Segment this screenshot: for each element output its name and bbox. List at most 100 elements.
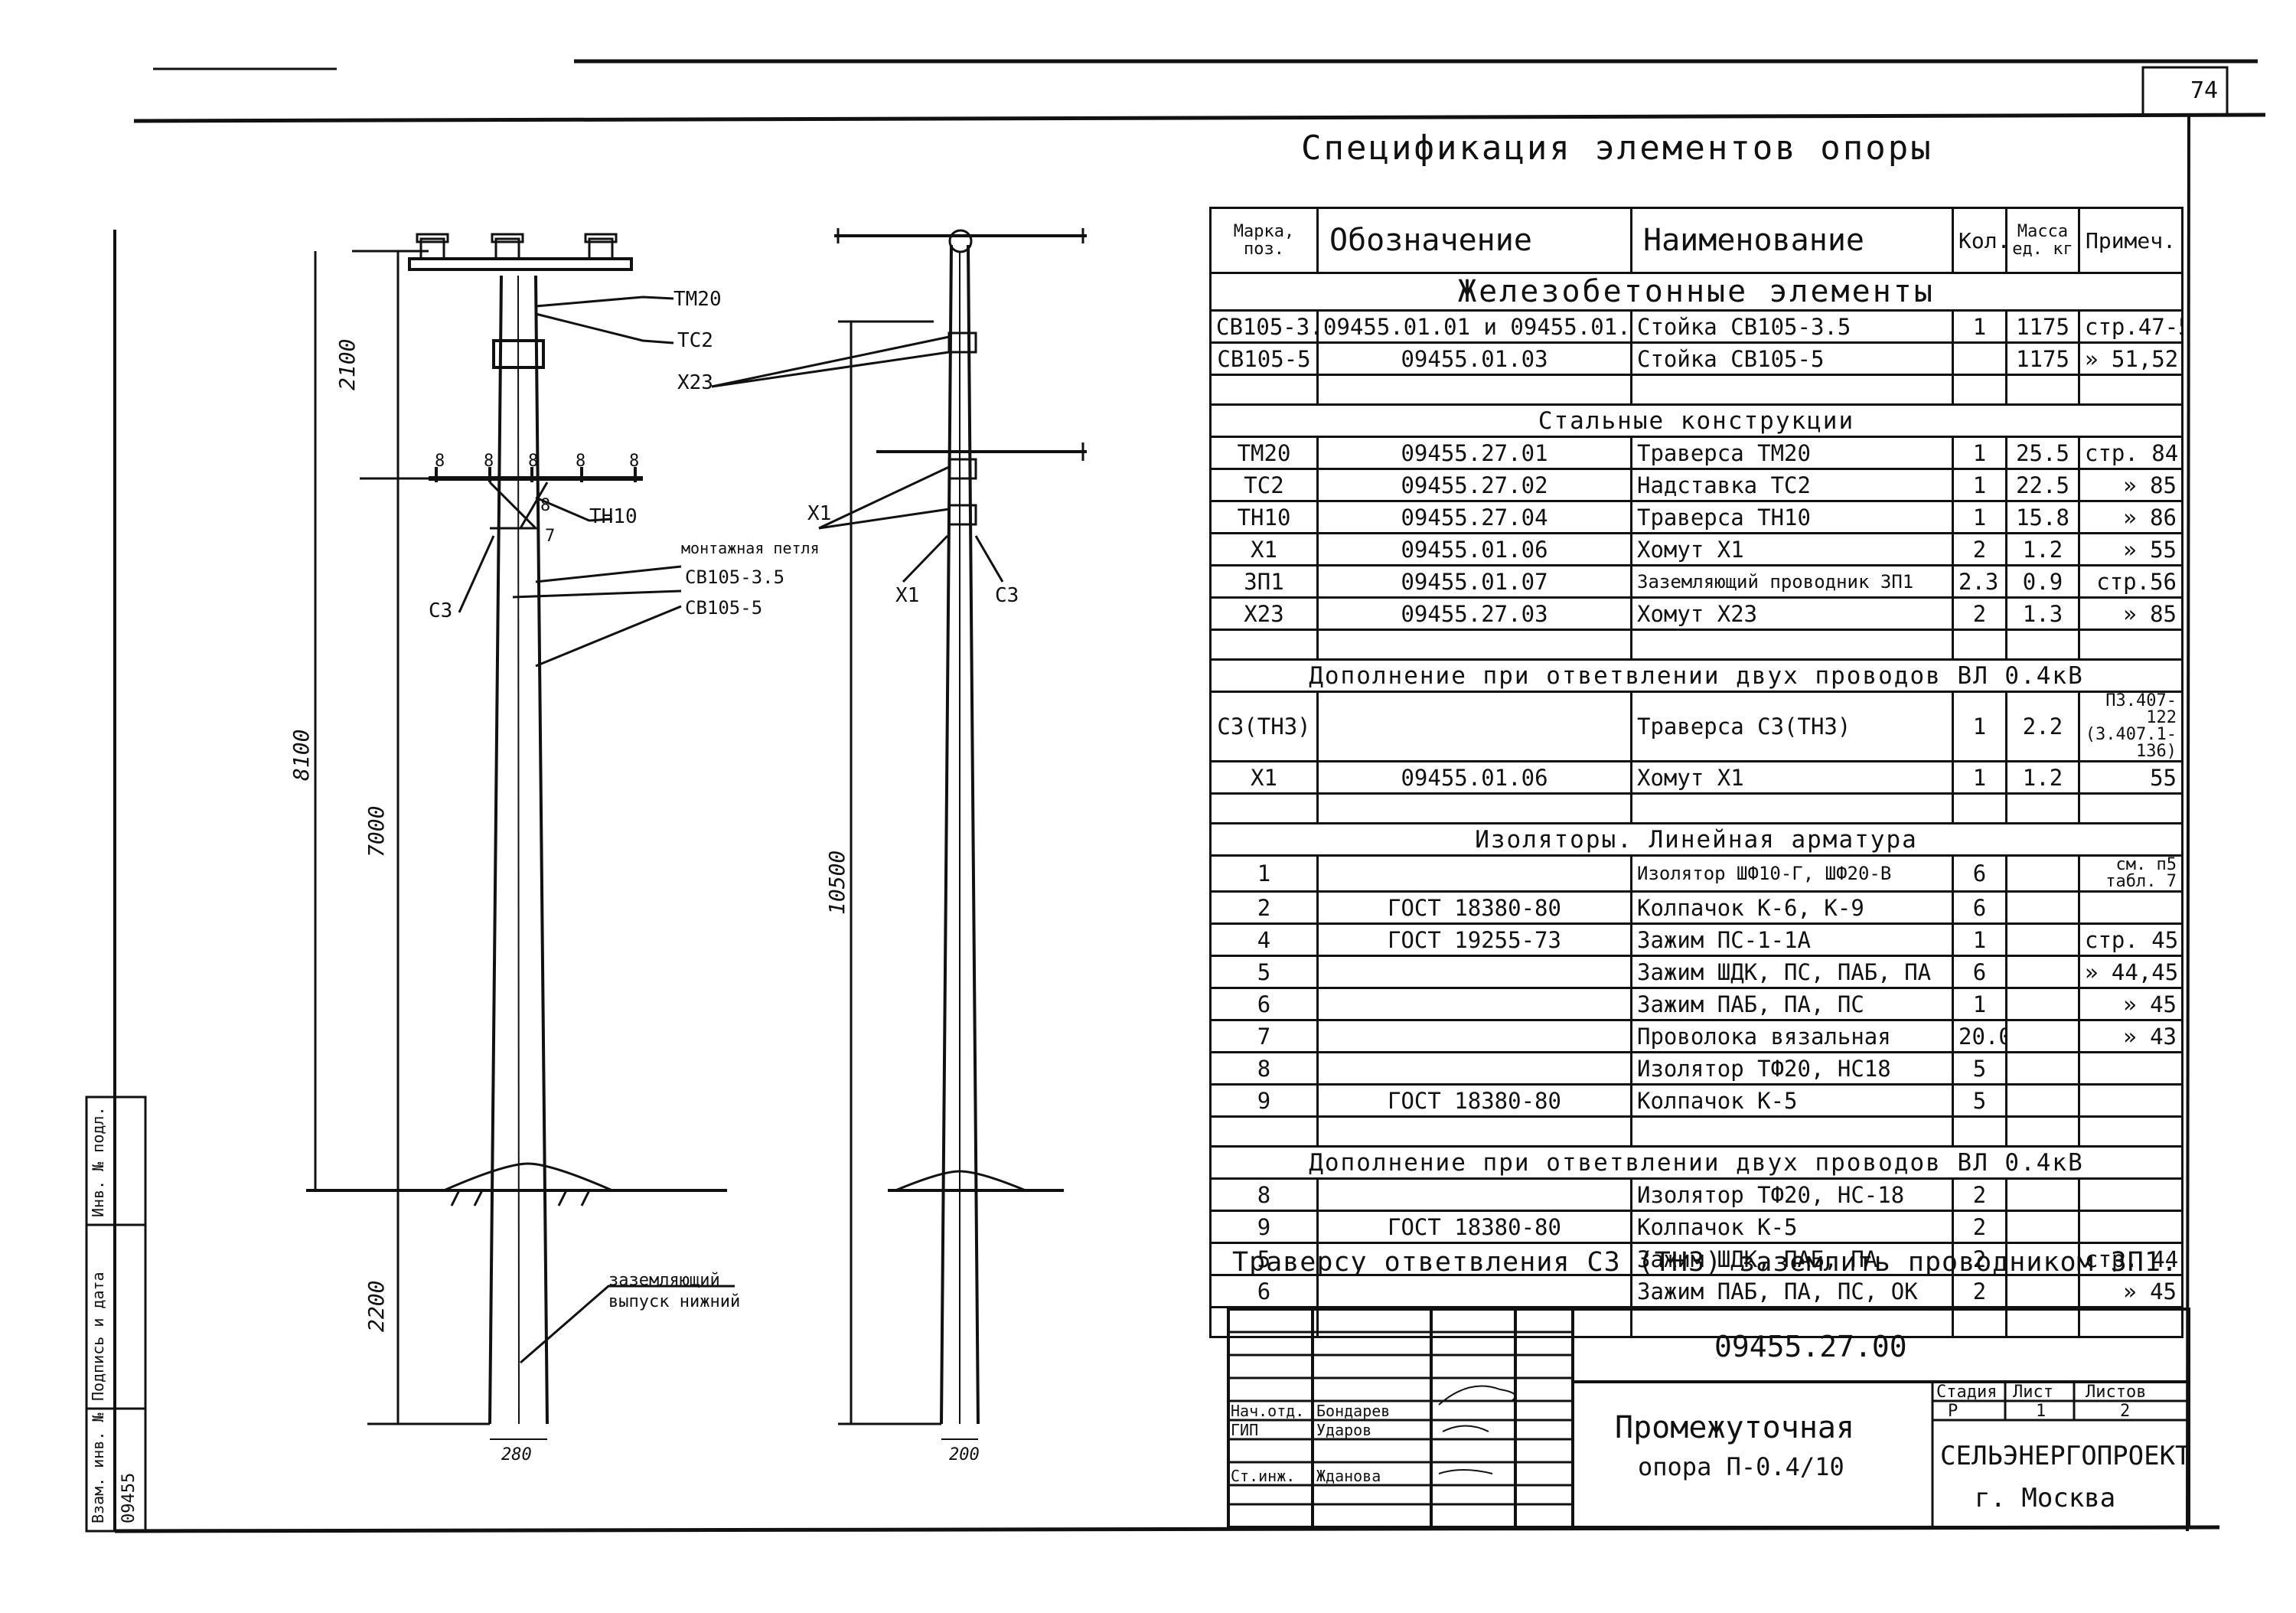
spec-body: Железобетонные элементыСВ105-3.509455.01… bbox=[1209, 272, 2183, 1338]
cell-name: Проволока вязальная bbox=[1630, 1019, 1954, 1053]
cell-mark: 6 bbox=[1209, 987, 1319, 1021]
cell-mark: 5 bbox=[1209, 1242, 1319, 1276]
cell-qty: 1 bbox=[1952, 691, 2007, 762]
cell-note bbox=[2078, 1083, 2183, 1118]
cell-designation: 09455.01.03 bbox=[1316, 341, 1632, 376]
cell-mass bbox=[2005, 955, 2080, 989]
cell-qty: 1 bbox=[1952, 468, 2007, 502]
cell-empty bbox=[1630, 1306, 1954, 1338]
cell-mark: ЗП1 bbox=[1209, 564, 1319, 599]
cell-empty bbox=[1630, 792, 1954, 824]
cell-note: стр. 84 bbox=[2078, 436, 2183, 470]
cell-empty bbox=[1316, 792, 1632, 824]
cell-mass bbox=[2005, 987, 2080, 1021]
cell-name: Траверса ТН10 bbox=[1630, 500, 1954, 534]
cell-note: стр.47-50 bbox=[2078, 309, 2183, 344]
cell-name: Зажим ПАБ, ПА, ПС, ОК bbox=[1630, 1274, 1954, 1308]
section-row: Стальные конструкции bbox=[1209, 403, 2183, 438]
cell-designation bbox=[1316, 1177, 1632, 1212]
cell-qty: 6 bbox=[1952, 854, 2007, 893]
cell-empty bbox=[1316, 629, 1632, 661]
cell-name: Колпачок К-5 bbox=[1630, 1210, 1954, 1244]
sheet-title: Спецификация элементов опоры bbox=[1301, 129, 1933, 168]
cell-mark: 5 bbox=[1209, 955, 1319, 989]
cell-qty: 1 bbox=[1952, 922, 2007, 957]
spacer-row bbox=[1209, 629, 2183, 661]
cell-note: » 45 bbox=[2078, 1274, 2183, 1308]
cell-name: Траверса ТМ20 bbox=[1630, 436, 1954, 470]
section-title: Железобетонные элементы bbox=[1209, 272, 2183, 312]
cell-empty bbox=[1209, 629, 1319, 661]
cell-designation: 09455.01.06 bbox=[1316, 532, 1632, 567]
cell-mark: С3(ТН3) bbox=[1209, 691, 1319, 762]
cell-mark: ТМ20 bbox=[1209, 436, 1319, 470]
label-x23: Х23 bbox=[677, 371, 713, 394]
cell-note: » 51,52 bbox=[2078, 341, 2183, 376]
cell-name: Колпачок К-5 bbox=[1630, 1083, 1954, 1118]
cell-qty bbox=[1952, 341, 2007, 376]
cell-name: Стойка СВ105-3.5 bbox=[1630, 309, 1954, 344]
sheet-header: Лист bbox=[2013, 1383, 2053, 1402]
cell-note: » 85 bbox=[2078, 596, 2183, 631]
label-sv105-5: СВ105-5 bbox=[685, 597, 763, 619]
spec-header-row: Марка, поз. Обозначение Наименование Кол… bbox=[1209, 207, 2183, 274]
label-c3-right: С3 bbox=[995, 584, 1019, 607]
dim-8100: 8100 bbox=[289, 729, 314, 781]
cell-designation bbox=[1316, 1242, 1632, 1276]
cell-name: Изолятор ТФ20, НС-18 bbox=[1630, 1177, 1954, 1212]
cell-mark: ТС2 bbox=[1209, 468, 1319, 502]
cell-mass bbox=[2005, 1210, 2080, 1244]
dim-2200: 2200 bbox=[364, 1280, 389, 1332]
cell-empty bbox=[2078, 792, 2183, 824]
person-1: Бондарев bbox=[1316, 1402, 1391, 1420]
cell-qty: 6 bbox=[1952, 955, 2007, 989]
cell-mass bbox=[2005, 1019, 2080, 1053]
cell-name: Колпачок К-6, К-9 bbox=[1630, 890, 1954, 925]
cell-note: 55 bbox=[2078, 760, 2183, 795]
cell-mass: 1.2 bbox=[2005, 760, 2080, 795]
cell-qty: 1 bbox=[1952, 309, 2007, 344]
cell-designation: 09455.27.01 bbox=[1316, 436, 1632, 470]
sheets-header: Листов bbox=[2086, 1383, 2147, 1402]
cell-note: » 44,45 bbox=[2078, 955, 2183, 989]
cell-note: стр.56 bbox=[2078, 564, 2183, 599]
dim-280: 280 bbox=[501, 1445, 532, 1464]
cell-empty bbox=[1952, 792, 2007, 824]
label-ground-1: заземляющий bbox=[608, 1271, 720, 1290]
col-mark: Марка, поз. bbox=[1209, 207, 1319, 274]
cell-mark: Х23 bbox=[1209, 596, 1319, 631]
cell-designation: 09455.27.03 bbox=[1316, 596, 1632, 631]
cell-designation: ГОСТ 19255-73 bbox=[1316, 922, 1632, 957]
label-x1-bottom: Х1 bbox=[895, 584, 920, 607]
cell-qty: 1 bbox=[1952, 436, 2007, 470]
section-row: Железобетонные элементы bbox=[1209, 272, 2183, 312]
section-row: Дополнение при ответвлении двух проводов… bbox=[1209, 1145, 2183, 1180]
cell-mark: 2 bbox=[1209, 890, 1319, 925]
col-qty: Кол. bbox=[1952, 207, 2007, 274]
cell-name: Стойка СВ105-5 bbox=[1630, 341, 1954, 376]
cell-mass: 0.9 bbox=[2005, 564, 2080, 599]
spec-table: Марка, поз. Обозначение Наименование Кол… bbox=[1209, 207, 2183, 1338]
cell-qty: 5 bbox=[1952, 1051, 2007, 1086]
cell-designation: ГОСТ 18380-80 bbox=[1316, 1210, 1632, 1244]
label-mount-loop: монтажная петля bbox=[681, 539, 820, 557]
spacer-row bbox=[1209, 1306, 2183, 1338]
cell-note bbox=[2078, 890, 2183, 925]
cell-mark: Х1 bbox=[1209, 532, 1319, 567]
cell-designation bbox=[1316, 955, 1632, 989]
cell-name: Надставка ТС2 bbox=[1630, 468, 1954, 502]
cell-mass: 15.8 bbox=[2005, 500, 2080, 534]
cell-qty: 6 bbox=[1952, 890, 2007, 925]
cell-mass bbox=[2005, 1177, 2080, 1212]
cell-mark: 7 bbox=[1209, 1019, 1319, 1053]
